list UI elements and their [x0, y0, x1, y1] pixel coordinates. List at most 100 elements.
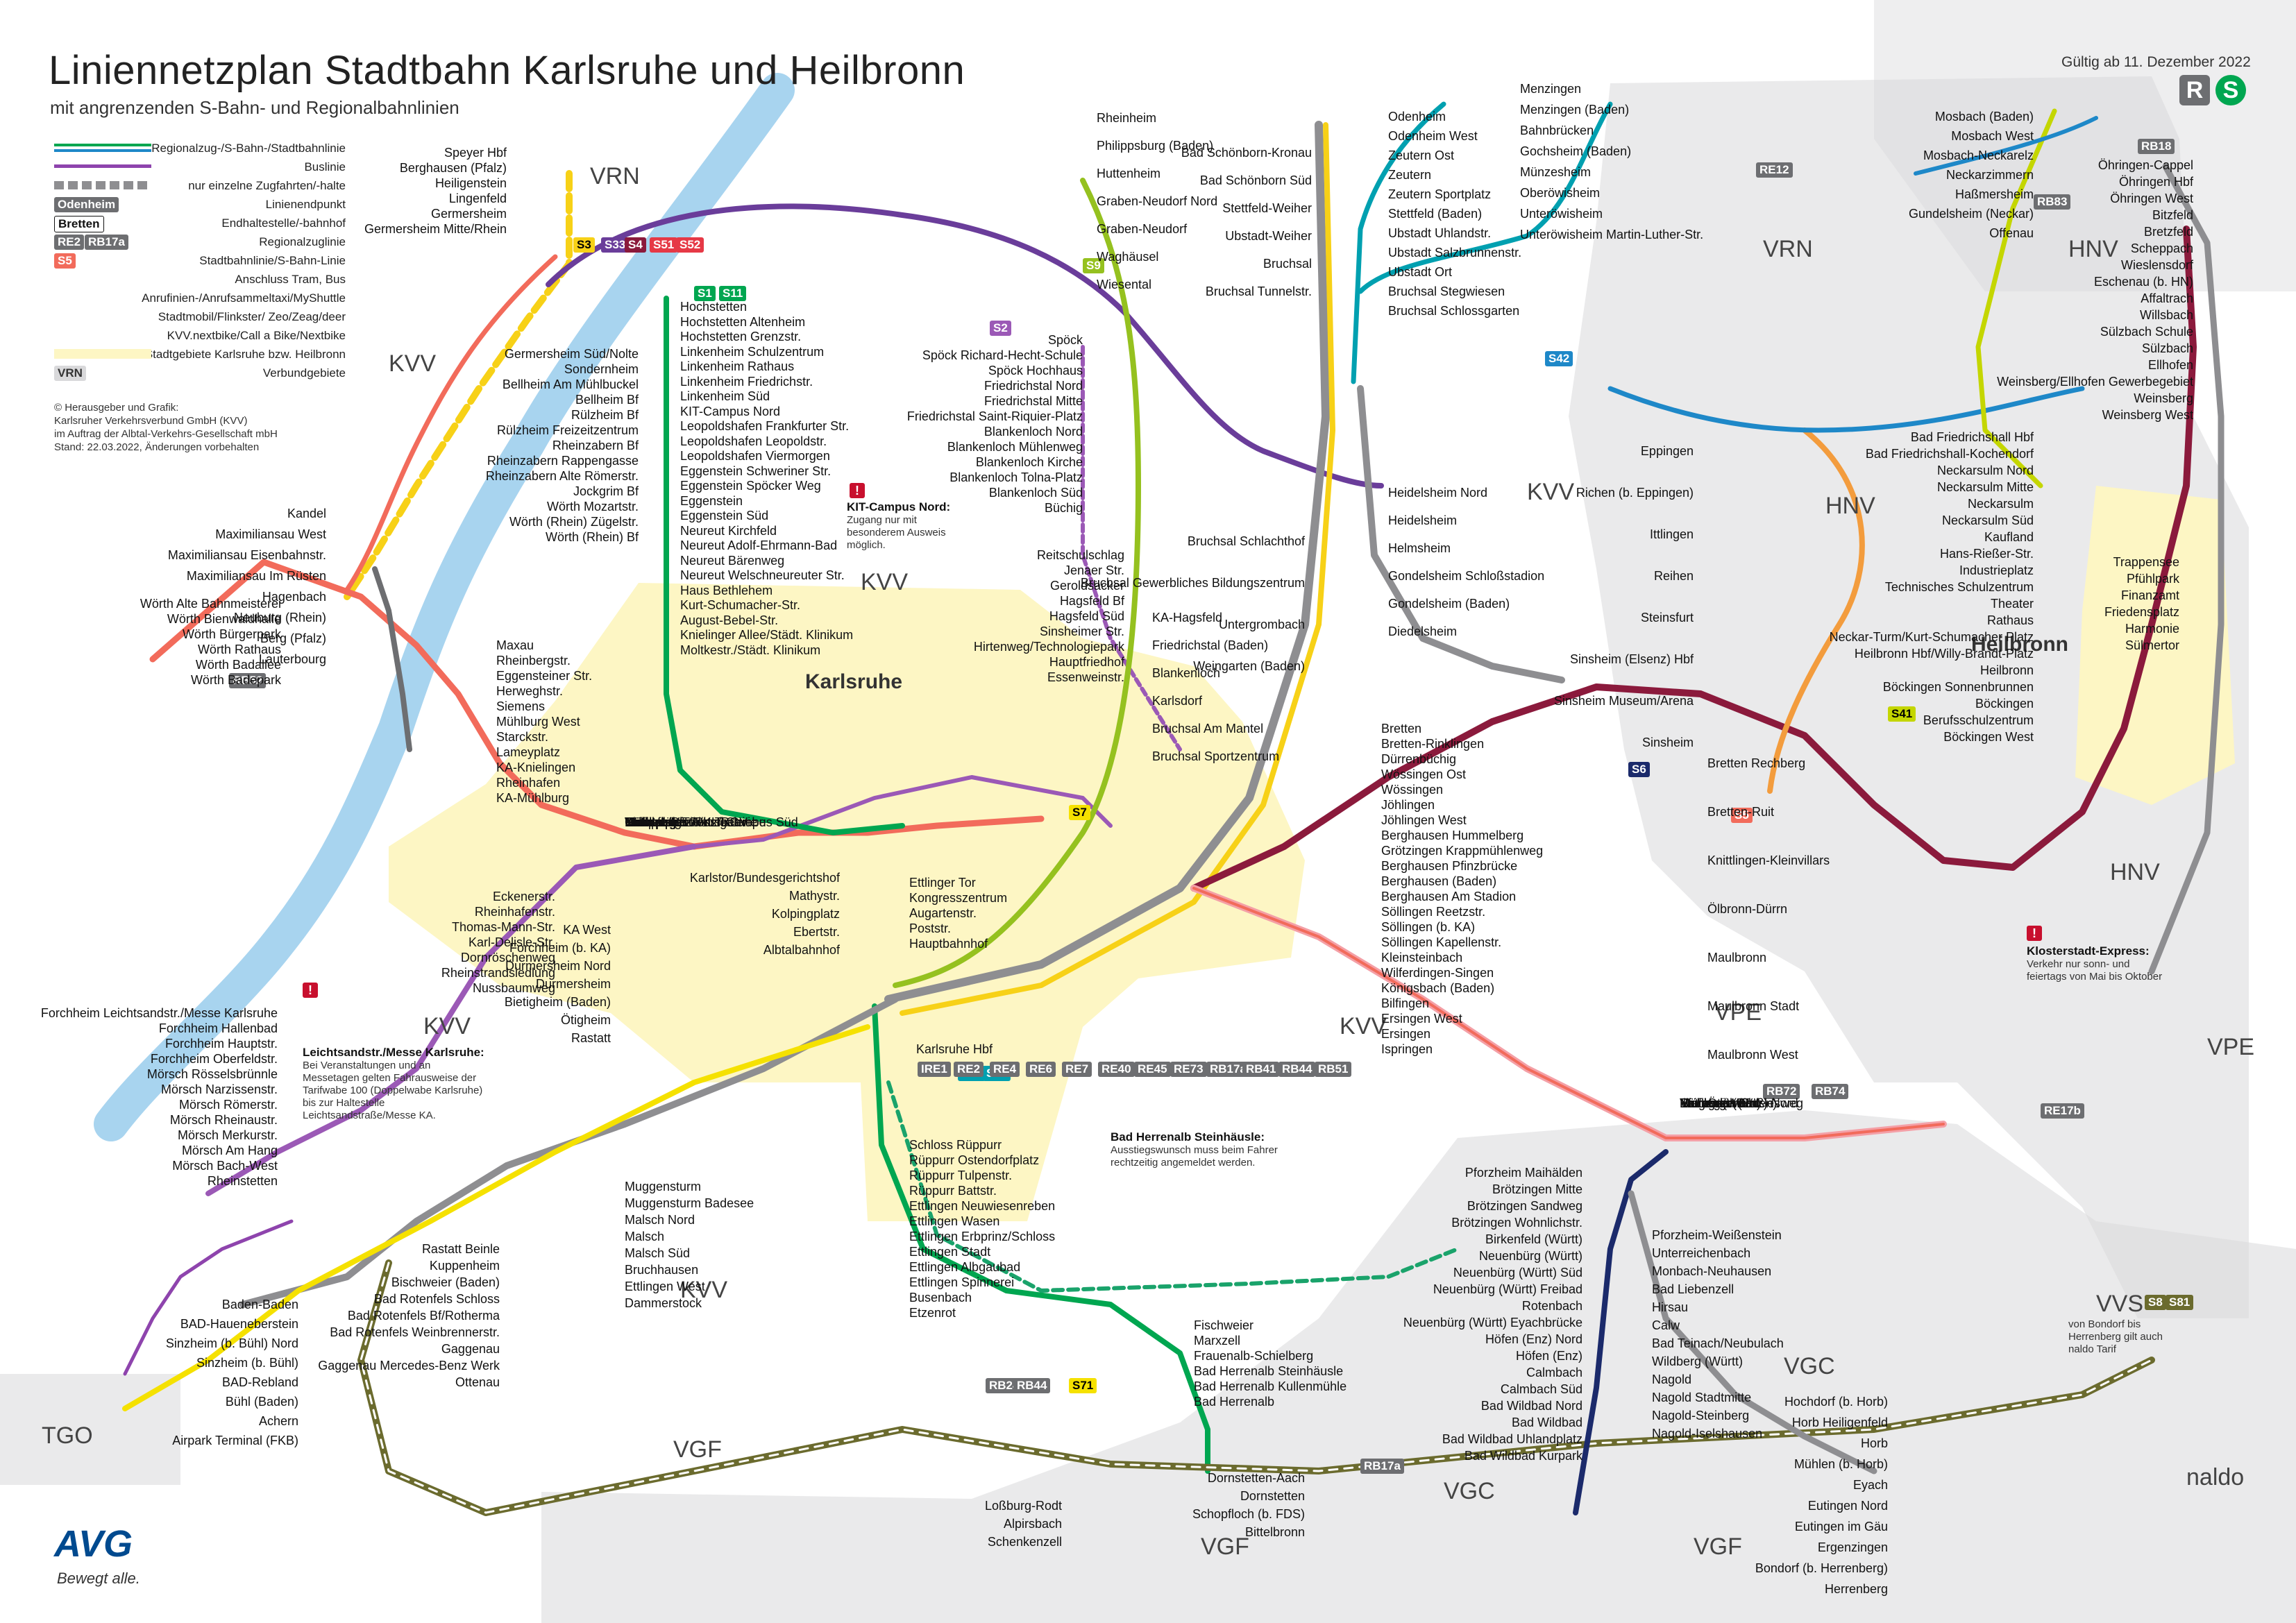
station-label: Eschenau (b. HN) — [2093, 275, 2193, 289]
station-label: Bittelbronn — [1244, 1525, 1305, 1539]
station-label: Siemens — [496, 699, 546, 713]
station-label: Grötzingen Krappmühlenweg — [1381, 844, 1544, 858]
line-s32-menzingen — [1358, 101, 1613, 294]
line-s5-pforzheim-inner — [1192, 887, 1945, 1139]
line-s33-graben — [546, 203, 1384, 488]
line-badge: RE40 — [1098, 1062, 1135, 1077]
station-label: Forchheim Oberfeldstr. — [150, 1052, 278, 1066]
legend: Regionalzug-/S-Bahn-/Stadtbahnlinie Busl… — [54, 139, 346, 382]
station-label: Weinsberg — [2134, 391, 2193, 405]
station-label: Unterreichenbach — [1652, 1246, 1751, 1260]
avg-logo: AVG Bewegt alle. — [49, 1520, 201, 1596]
station-label: Philippsburg (Baden) — [1097, 139, 1214, 153]
zone-label: HNV — [2068, 236, 2118, 262]
zone-label: KVV — [861, 569, 909, 595]
station-label: Bad Rotenfels Schloss — [373, 1292, 500, 1306]
station-label: Öhringen West — [2110, 192, 2193, 205]
station-label: Eggenstein — [680, 493, 743, 508]
legend-swatch — [54, 349, 151, 359]
legend-label: Regionalzuglinie — [259, 235, 346, 248]
station-label: Durmersheim — [535, 977, 611, 991]
station-label: Knielinger Allee/Städt. Klinikum — [680, 628, 854, 642]
station-label: BAD-Haueneberstein — [180, 1317, 298, 1331]
station-label: Eggensteiner Str. — [496, 669, 593, 683]
station-label: Neuenbürg (Württ) Süd — [1453, 1266, 1582, 1280]
legend-row: Stadtmobil/Flinkster/ Zeo/Zeag/deer — [54, 307, 346, 326]
legend-row: Anschluss Tram, Bus — [54, 270, 346, 289]
note-title: Leichtsandstr./Messe Karlsruhe: — [303, 1046, 484, 1059]
station-label: Sinzheim (b. Bühl) — [196, 1356, 298, 1370]
note-title: KIT-Campus Nord: — [847, 500, 951, 513]
station-label: Nagold-Iselshausen — [1652, 1427, 1763, 1441]
station-label: Maximiliansau West — [215, 527, 326, 541]
legend-sample-rb: RB17a — [85, 235, 128, 250]
station-label: Birkenfeld (Württ) — [1485, 1232, 1582, 1246]
station-label: Haus Bethlehem — [680, 583, 773, 597]
line-badge: RE73 — [1170, 1062, 1207, 1077]
line-s2-north — [692, 775, 1113, 849]
station-label: Bruchsal Am Mantel — [1152, 722, 1264, 736]
station-label: KA-Mühlburg — [496, 791, 570, 805]
station-label: Heidelsheim Nord — [1388, 486, 1488, 500]
line-badge: IRE1 — [918, 1062, 951, 1077]
station-label: August-Bebel-Str. — [680, 613, 779, 627]
station-label: Bad Rotenfels Bf/Rotherma — [347, 1309, 500, 1323]
station-label: Mörsch Merkurstr. — [177, 1128, 278, 1142]
station-label: Blankenloch Mühlenweg — [947, 440, 1083, 454]
line-s5-eppingen — [1767, 427, 1865, 794]
legend-sample-re: RE2 — [54, 235, 85, 250]
station-label: Kurt-Schumacher-Str. — [680, 598, 801, 612]
station-label: Geroldsäcker — [1049, 579, 1124, 593]
note-text: von Bondorf bis Herrenberg gilt auch nal… — [2068, 1318, 2163, 1355]
line-rb52-lauterbourg — [372, 566, 412, 752]
station-label: Weinsberg/Ellhofen Gewerbegebiet — [1997, 375, 2193, 389]
station-label: KIT-Campus Nord — [680, 404, 781, 418]
line-rb74-nagold — [1628, 1190, 1877, 1475]
station-label: Pforzheim-Weißenstein — [1652, 1228, 1782, 1242]
station-label: Friedrichstal Nord — [984, 379, 1083, 393]
station-label: Starckstr. — [496, 730, 549, 744]
legend-row: Stadtgebiete Karlsruhe bzw. Heilbronn — [54, 345, 346, 364]
station-label: Mörsch Rheinaustr. — [169, 1113, 278, 1127]
station-label: Calw — [1652, 1318, 1680, 1332]
station-label: Neureut Bärenweg — [680, 553, 785, 568]
heilbronn-city-area — [2075, 486, 2235, 805]
station-label: Ubstadt-Weiher — [1225, 229, 1312, 243]
station-label: Essenweinstr. — [1047, 670, 1124, 684]
station-label: Sinzheim (b. Bühl) Nord — [165, 1336, 298, 1350]
station-label: Neuenbürg (Württ) Eyachbrücke — [1403, 1316, 1582, 1329]
station-label: Baden-Baden — [221, 1298, 298, 1311]
zone-label: VGF — [1201, 1533, 1249, 1560]
station-label: Rheinbergstr. — [496, 654, 571, 668]
station-label: Steinsfurt — [1640, 611, 1694, 624]
station-label: Neuburg (Rhein) — [233, 611, 326, 624]
station-label: Neuenbürg (Württ) Freibad — [1433, 1282, 1582, 1296]
station-label: Marxzell — [1194, 1334, 1241, 1348]
station-label: Wössingen Ost — [1381, 767, 1467, 781]
station-label: Maximiliansau Im Rüsten — [186, 569, 326, 583]
station-label: Friedensplatz — [2104, 605, 2179, 619]
logo-claim: Bewegt alle. — [57, 1570, 140, 1587]
station-label: Böckingen West — [1943, 730, 2034, 744]
legend-swatch — [54, 181, 151, 189]
station-label: Ettlingen Albgaubad — [909, 1260, 1021, 1274]
station-label: Harmonie — [2125, 622, 2179, 636]
station-label: Achern — [258, 1414, 298, 1428]
rhine-river — [94, 73, 795, 1141]
station-label: Odenheim — [1388, 110, 1446, 124]
station-label: Eyach — [1852, 1478, 1888, 1492]
station-label: Brötzingen Mitte — [1492, 1182, 1582, 1196]
station-label: Yorckstr. — [625, 815, 673, 829]
warning-icon: ! — [850, 483, 865, 498]
station-label: Bietigheim (Baden) — [504, 995, 611, 1009]
line-badge: RE45 — [1134, 1062, 1171, 1077]
station-label: Maxau — [496, 638, 534, 652]
zone-label: HNV — [2110, 859, 2160, 885]
zone-label: KVV — [1340, 1013, 1387, 1039]
station-label: Bruchsal Gewerbliches Bildungszentrum — [1080, 576, 1305, 590]
station-label: Waghäusel — [1097, 250, 1159, 264]
station-label: Illingen (Württ) — [1680, 1096, 1762, 1110]
note-text: Zugang nur mit besonderem Ausweis möglic… — [847, 514, 946, 551]
